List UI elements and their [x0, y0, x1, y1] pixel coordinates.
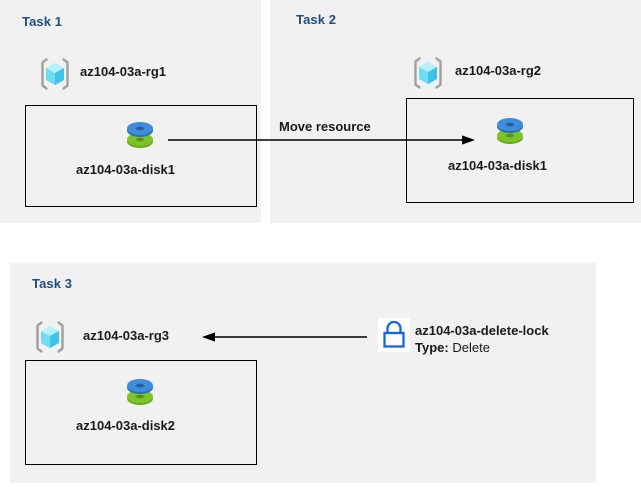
task-label-task2: Task 2: [296, 12, 337, 27]
resource-group-box-task2: [406, 98, 634, 203]
lock-icon: [378, 318, 410, 352]
resource-group-box-task1: [25, 105, 257, 207]
lock-type-key: Type:: [415, 340, 449, 355]
resource-group-icon: [38, 57, 72, 91]
resource-group-box-task3: [25, 360, 257, 465]
resource-group-icon: [33, 320, 67, 354]
lock-type-row: Type: Delete: [415, 339, 549, 356]
resource-name-disk1-task2: az104-03a-disk1: [448, 158, 548, 173]
resource-group-name-task1: az104-03a-rg1: [80, 64, 166, 79]
task-label-task1: Task 1: [22, 14, 63, 29]
managed-disk-icon: [119, 114, 161, 156]
connector-arrow-delete-lock: [202, 332, 367, 342]
lock-name: az104-03a-delete-lock: [415, 323, 549, 338]
task-label-task3: Task 3: [32, 276, 73, 291]
resource-group-icon: [411, 56, 445, 90]
resource-name-disk1-task1: az104-03a-disk1: [76, 162, 176, 177]
resource-name-disk2-task3: az104-03a-disk2: [76, 418, 176, 433]
managed-disk-icon: [119, 371, 161, 413]
resource-group-name-task3: az104-03a-rg3: [83, 328, 169, 343]
connector-label-move-resource: Move resource: [279, 119, 371, 134]
lock-type-value: Delete: [452, 340, 490, 355]
resource-group-name-task2: az104-03a-rg2: [455, 63, 541, 78]
connector-arrow-move-resource: [168, 135, 475, 145]
managed-disk-icon: [489, 110, 531, 152]
lock-details: az104-03a-delete-lock Type: Delete: [415, 322, 549, 356]
